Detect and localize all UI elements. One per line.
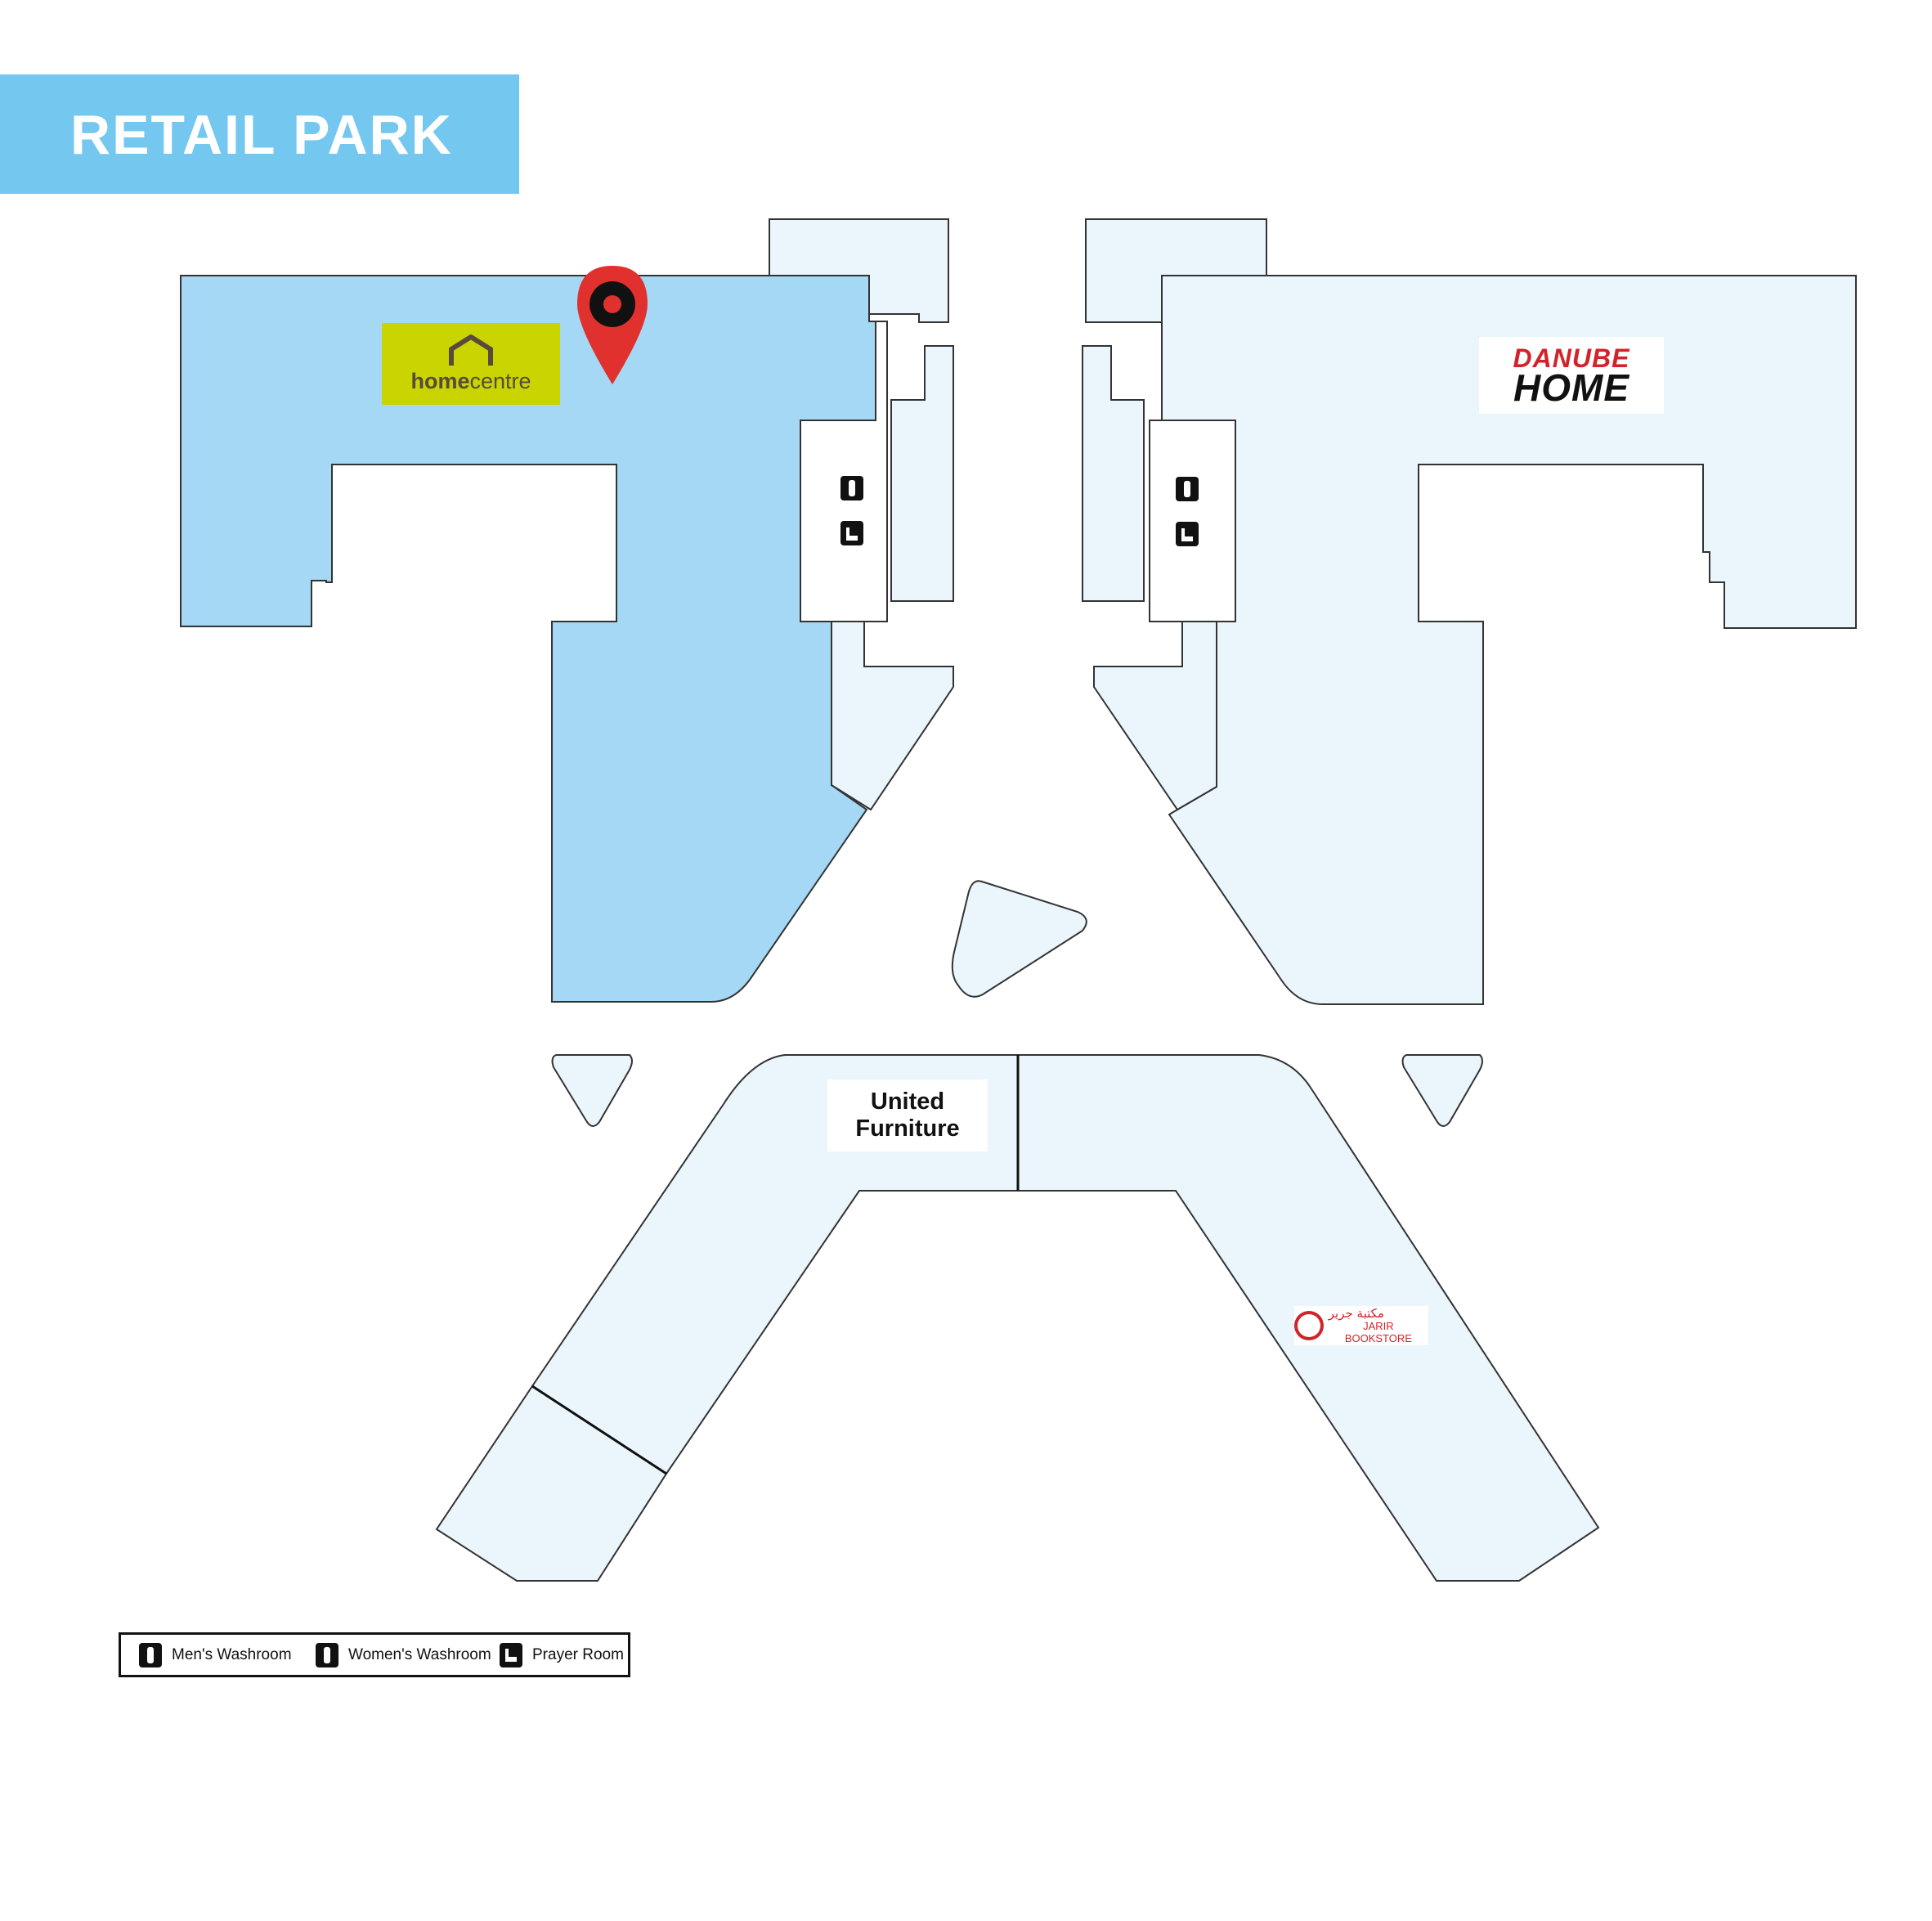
store-right-strip[interactable] bbox=[1082, 345, 1145, 602]
house-icon bbox=[449, 334, 493, 366]
facility-block-left bbox=[800, 321, 888, 622]
mens-washroom-icon bbox=[840, 476, 863, 500]
page-title: RETAIL PARK bbox=[70, 104, 453, 166]
jarir-emblem-icon bbox=[1294, 1311, 1324, 1340]
united-furniture-line1: United bbox=[870, 1088, 945, 1115]
store-united-furniture-west[interactable] bbox=[531, 1054, 1019, 1475]
united-furniture-label[interactable]: United Furniture bbox=[827, 1079, 988, 1151]
store-left-strip[interactable] bbox=[890, 345, 954, 602]
womens-washroom-icon bbox=[316, 1642, 338, 1667]
jarir-arabic-label: مكتبة جرير bbox=[1328, 1306, 1384, 1321]
prayer-room-icon bbox=[1176, 522, 1199, 546]
map-legend: Men's Washroom Women's Washroom Prayer R… bbox=[119, 1632, 630, 1677]
store-left-lower[interactable] bbox=[831, 621, 954, 811]
prayer-room-icon bbox=[840, 521, 863, 545]
map-pin-icon[interactable] bbox=[577, 266, 648, 384]
homecentre-logo[interactable]: homecentre bbox=[382, 323, 560, 405]
united-furniture-line2: Furniture bbox=[855, 1115, 960, 1142]
divider-sw bbox=[531, 1385, 667, 1475]
legend-label-prayer: Prayer Room bbox=[532, 1645, 624, 1663]
legend-mens-washroom: Men's Washroom bbox=[139, 1635, 292, 1675]
legend-label-womens: Women's Washroom bbox=[348, 1645, 491, 1663]
title-banner: RETAIL PARK bbox=[0, 74, 519, 194]
kiosk-right[interactable] bbox=[1401, 1054, 1483, 1127]
kiosk-left[interactable] bbox=[551, 1054, 633, 1127]
danube-label-bottom: HOME bbox=[1513, 366, 1629, 409]
kiosk-center[interactable] bbox=[951, 880, 1087, 998]
mens-washroom-icon bbox=[139, 1642, 162, 1667]
homecentre-label: homecentre bbox=[410, 368, 531, 393]
legend-label-mens: Men's Washroom bbox=[172, 1645, 292, 1663]
prayer-room-icon bbox=[500, 1642, 522, 1667]
facility-block-right bbox=[1149, 420, 1236, 622]
womens-washroom-icon bbox=[1176, 477, 1199, 501]
legend-womens-washroom: Women's Washroom bbox=[316, 1635, 491, 1675]
jarir-english-label: JARIR BOOKSTORE bbox=[1344, 1320, 1412, 1344]
store-left-top-box[interactable] bbox=[769, 218, 949, 323]
danube-label-top: DANUBE bbox=[1513, 343, 1630, 373]
jarir-bookstore-logo[interactable]: مكتبة جرير JARIR BOOKSTORE bbox=[1294, 1306, 1428, 1345]
danube-home-logo[interactable]: DANUBE HOME bbox=[1479, 337, 1664, 414]
legend-prayer-room: Prayer Room bbox=[500, 1635, 624, 1675]
store-right-lower[interactable] bbox=[1093, 621, 1217, 811]
